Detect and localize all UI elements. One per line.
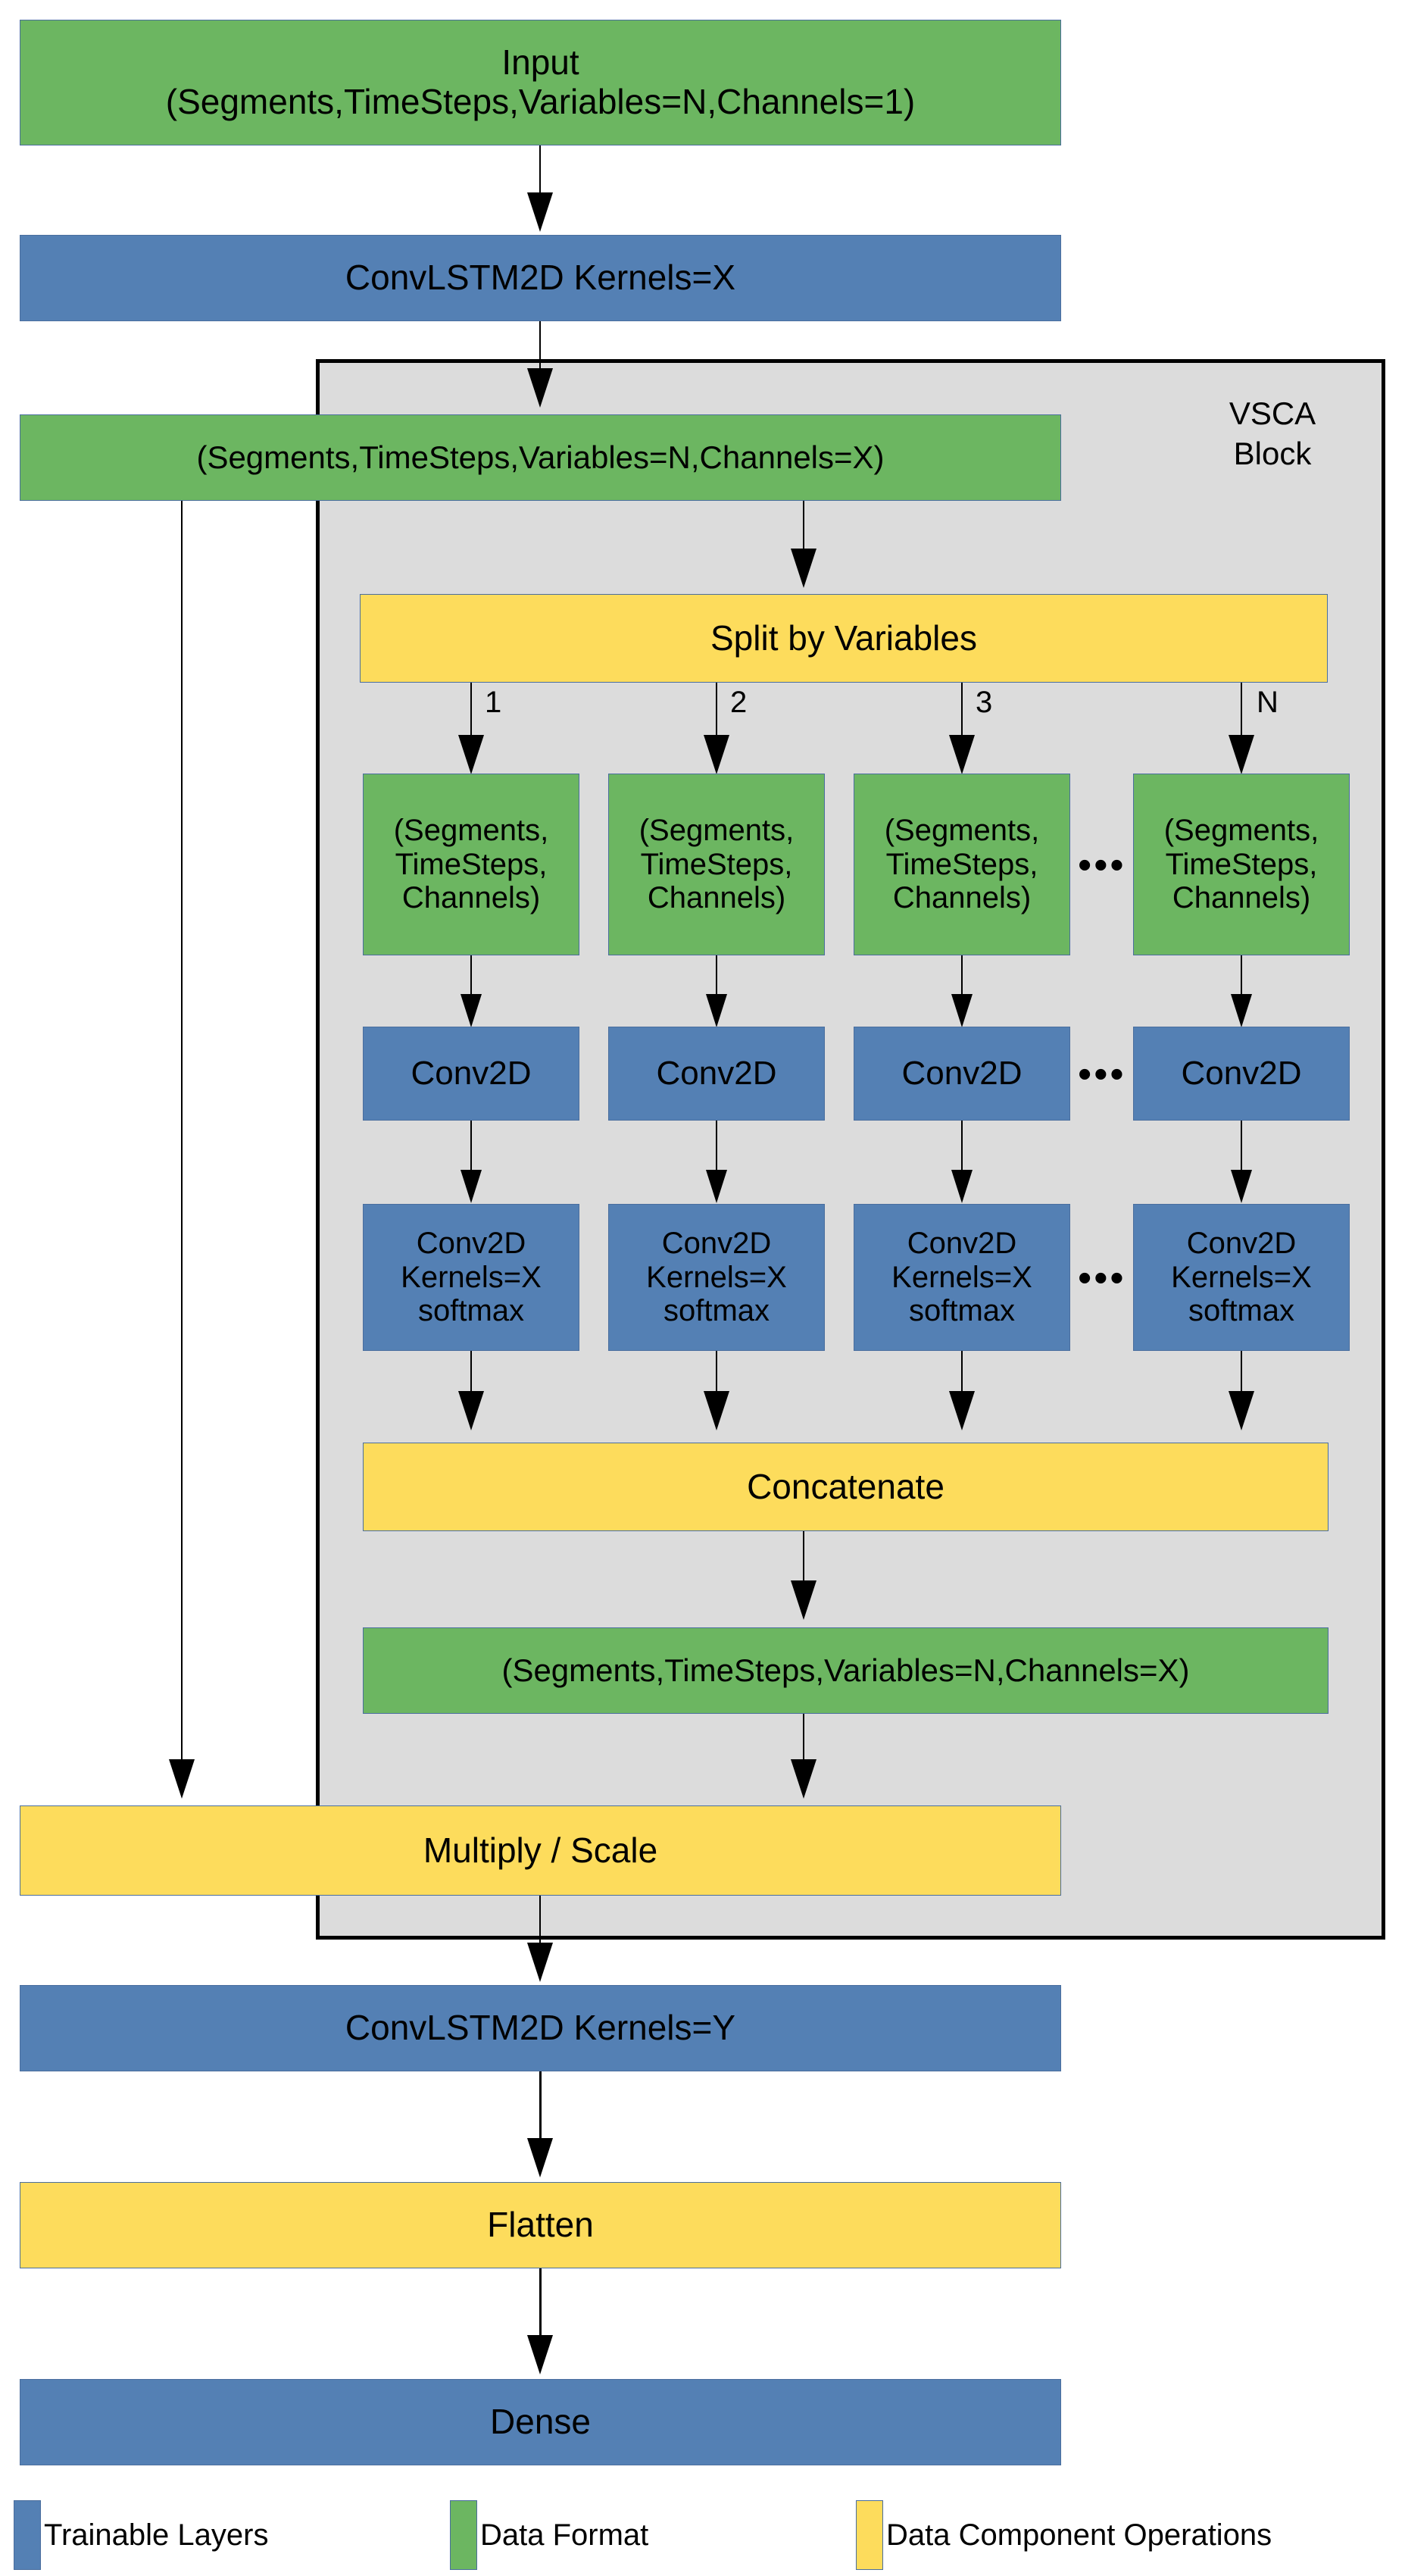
arrowhead-split-branch-1	[458, 735, 484, 774]
arrowhead-convlstm2d-y-to-flatten	[527, 2138, 553, 2177]
node-branch-n-shape: (Segments, TimeSteps, Channels)	[1133, 774, 1350, 955]
arrowhead-input-to-convlstm2d-x	[527, 192, 553, 232]
node-convlstm2d-kernels-y: ConvLSTM2D Kernels=Y	[20, 1985, 1061, 2071]
node-dense: Dense	[20, 2379, 1061, 2465]
legend-item-trainable-layers: Trainable Layers	[14, 2500, 268, 2570]
connector-flatten-to-dense	[539, 2268, 542, 2341]
arrowhead-residual-bypass	[169, 1759, 195, 1799]
arrowhead-branch-1-shape-to-conv	[461, 994, 482, 1027]
node-split-by-variables: Split by Variables	[360, 594, 1328, 683]
connector-branch-2-to-concatenate	[716, 1351, 717, 1398]
node-branch-n-conv2d: Conv2D	[1133, 1027, 1350, 1121]
node-convlstm2d-kernels-x: ConvLSTM2D Kernels=X	[20, 235, 1061, 321]
connector-split-branch-2	[716, 683, 717, 745]
node-flatten: Flatten	[20, 2182, 1061, 2268]
legend-swatch-data-component-operations	[856, 2500, 883, 2570]
connector-branch-2-shape-to-conv	[716, 955, 717, 1002]
node-branch-3-shape: (Segments, TimeSteps, Channels)	[854, 774, 1070, 955]
arrowhead-convlstm2d-x-to-shape	[527, 368, 553, 408]
branch-label-n: N	[1257, 686, 1279, 719]
node-branch-n-conv2d-softmax: Conv2D Kernels=X softmax	[1133, 1204, 1350, 1351]
connector-branch-n-conv-to-softmax	[1241, 1121, 1242, 1177]
connector-residual-bypass	[181, 501, 183, 1762]
connector-branch-3-shape-to-conv	[961, 955, 963, 1002]
connector-input-to-convlstm2d-x	[539, 145, 541, 199]
ellipsis-conv2d-row: •••	[1078, 1052, 1126, 1096]
connector-convlstm2d-x-to-shape	[539, 321, 541, 374]
connector-branch-n-to-concatenate	[1241, 1351, 1242, 1398]
legend-item-data-format: Data Format	[450, 2500, 648, 2570]
arrowhead-branch-3-conv-to-softmax	[951, 1170, 973, 1203]
legend-label-data-format: Data Format	[480, 2518, 649, 2552]
node-branch-2-conv2d-softmax: Conv2D Kernels=X softmax	[608, 1204, 825, 1351]
arrowhead-branch-2-conv-to-softmax	[706, 1170, 727, 1203]
node-branch-1-conv2d-softmax: Conv2D Kernels=X softmax	[363, 1204, 579, 1351]
node-branch-2-shape: (Segments, TimeSteps, Channels)	[608, 774, 825, 955]
arrowhead-concatenate-to-shape	[791, 1580, 816, 1620]
connector-branch-1-conv-to-softmax	[470, 1121, 472, 1177]
arrowhead-split-branch-2	[704, 735, 729, 774]
branch-label-1: 1	[485, 686, 502, 719]
arrowhead-branch-3-shape-to-conv	[951, 994, 973, 1027]
ellipsis-conv2d-softmax-row: •••	[1078, 1256, 1126, 1300]
arrowhead-branch-3-to-concatenate	[949, 1391, 975, 1430]
legend: Trainable Layers Data Format Data Compon…	[0, 2500, 1405, 2576]
connector-split-branch-n	[1241, 683, 1242, 745]
legend-item-data-component-operations: Data Component Operations	[856, 2500, 1272, 2570]
node-branch-1-conv2d: Conv2D	[363, 1027, 579, 1121]
connector-shape-to-multiply-scale	[803, 1714, 804, 1768]
connector-branch-1-to-concatenate	[470, 1351, 472, 1398]
connector-branch-3-conv-to-softmax	[961, 1121, 963, 1177]
node-branch-2-conv2d: Conv2D	[608, 1027, 825, 1121]
arrowhead-branch-1-conv-to-softmax	[461, 1170, 482, 1203]
arrowhead-branch-n-conv-to-softmax	[1231, 1170, 1252, 1203]
branch-label-2: 2	[730, 686, 748, 719]
node-concatenate: Concatenate	[363, 1443, 1329, 1531]
connector-shape-to-split	[803, 501, 804, 554]
connector-branch-1-shape-to-conv	[470, 955, 472, 1002]
legend-label-data-component-operations: Data Component Operations	[886, 2518, 1272, 2552]
arrowhead-split-branch-n	[1229, 735, 1254, 774]
branch-label-3: 3	[976, 686, 993, 719]
node-branch-3-conv2d: Conv2D	[854, 1027, 1070, 1121]
connector-split-branch-3	[961, 683, 963, 745]
node-branch-3-conv2d-softmax: Conv2D Kernels=X softmax	[854, 1204, 1070, 1351]
connector-split-branch-1	[470, 683, 472, 745]
connector-branch-2-conv-to-softmax	[716, 1121, 717, 1177]
legend-label-trainable-layers: Trainable Layers	[44, 2518, 269, 2552]
legend-swatch-trainable-layers	[14, 2500, 41, 2570]
node-input: Input (Segments,TimeSteps,Variables=N,Ch…	[20, 20, 1061, 145]
arrowhead-flatten-to-dense	[527, 2335, 553, 2374]
arrowhead-branch-1-to-concatenate	[458, 1391, 484, 1430]
arrowhead-multiply-scale-to-convlstm2d-y	[527, 1943, 553, 1982]
arrowhead-shape-to-split	[791, 549, 816, 588]
node-branch-1-shape: (Segments, TimeSteps, Channels)	[363, 774, 579, 955]
connector-branch-3-to-concatenate	[961, 1351, 963, 1398]
arrowhead-branch-n-to-concatenate	[1229, 1391, 1254, 1430]
arrowhead-branch-n-shape-to-conv	[1231, 994, 1252, 1027]
connector-branch-n-shape-to-conv	[1241, 955, 1242, 1002]
node-shape-after-convlstm2d-x: (Segments,TimeSteps,Variables=N,Channels…	[20, 414, 1061, 501]
arrowhead-branch-2-to-concatenate	[704, 1391, 729, 1430]
connector-concatenate-to-shape	[803, 1531, 804, 1586]
node-shape-after-concatenate: (Segments,TimeSteps,Variables=N,Channels…	[363, 1627, 1329, 1714]
connector-convlstm2d-y-to-flatten	[539, 2071, 542, 2144]
vsca-block-label: VSCA Block	[1229, 395, 1316, 471]
arrowhead-shape-to-multiply-scale	[791, 1759, 816, 1799]
arrowhead-split-branch-3	[949, 735, 975, 774]
arrowhead-branch-2-shape-to-conv	[706, 994, 727, 1027]
connector-multiply-scale-to-convlstm2d-y	[539, 1896, 541, 1949]
ellipsis-shapes-row: •••	[1078, 843, 1126, 887]
node-multiply-scale: Multiply / Scale	[20, 1805, 1061, 1896]
legend-swatch-data-format	[450, 2500, 477, 2570]
